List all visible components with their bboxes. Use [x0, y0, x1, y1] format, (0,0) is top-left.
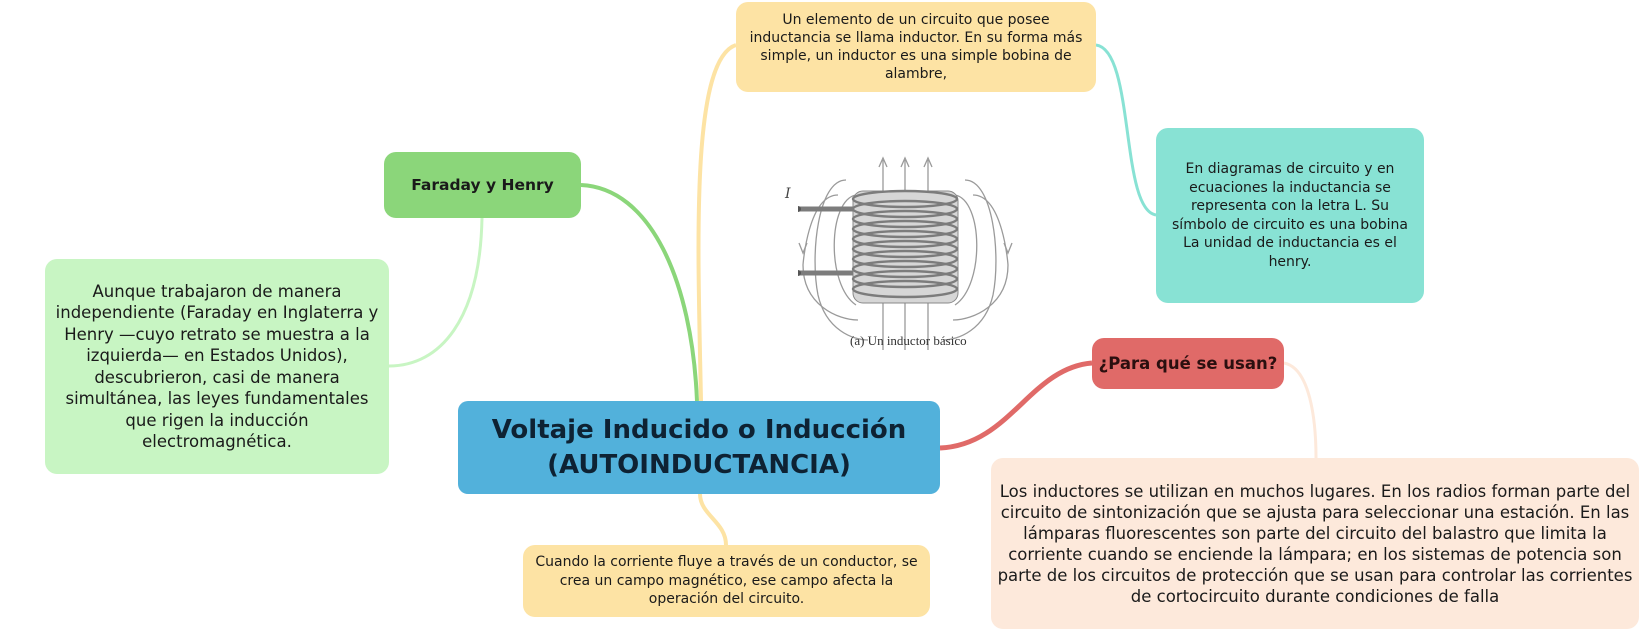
faraday-henry-detail-topic[interactable]: Aunque trabajaron de manera independient…	[45, 259, 389, 474]
uses-detail-topic[interactable]: Los inductores se utilizan en muchos lug…	[991, 458, 1639, 629]
central-topic[interactable]: Voltaje Inducido o Inducción (AUTOINDUCT…	[458, 401, 940, 494]
link-central-faraday	[580, 183, 699, 402]
inductance-symbol-text: En diagramas de circuito y en ecuaciones…	[1172, 161, 1408, 270]
central-topic-line1: Voltaje Inducido o Inducción	[491, 414, 907, 445]
current-effect-text: Cuando la corriente fluye a través de un…	[535, 554, 918, 608]
link-definition-symbol	[1095, 43, 1157, 217]
inductor-figure[interactable]	[798, 155, 1013, 355]
link-uses-detail	[1283, 361, 1318, 459]
inductor-definition-text: Un elemento de un circuito que posee ind…	[749, 12, 1083, 82]
link-central-definition	[696, 43, 737, 402]
inductor-current-label: I	[785, 186, 791, 202]
link-central-current	[698, 493, 728, 546]
link-faraday-detail	[388, 217, 484, 368]
uses-title: ¿Para qué se usan?	[1098, 354, 1278, 373]
inductor-definition-topic[interactable]: Un elemento de un circuito que posee ind…	[736, 2, 1096, 92]
central-topic-line2: (AUTOINDUCTANCIA)	[547, 449, 851, 480]
inductance-symbol-topic[interactable]: En diagramas de circuito y en ecuaciones…	[1156, 128, 1424, 303]
faraday-henry-title: Faraday y Henry	[411, 176, 554, 194]
coil	[798, 189, 959, 304]
faraday-henry-detail-text: Aunque trabajaron de manera independient…	[55, 281, 379, 452]
inductor-figure-caption: (a) Un inductor básico	[850, 333, 967, 348]
link-central-uses	[939, 360, 1093, 451]
uses-detail-text: Los inductores se utilizan en muchos lug…	[997, 481, 1633, 606]
uses-topic[interactable]: ¿Para qué se usan?	[1092, 338, 1284, 389]
faraday-henry-topic[interactable]: Faraday y Henry	[384, 152, 581, 218]
current-effect-topic[interactable]: Cuando la corriente fluye a través de un…	[523, 545, 930, 617]
